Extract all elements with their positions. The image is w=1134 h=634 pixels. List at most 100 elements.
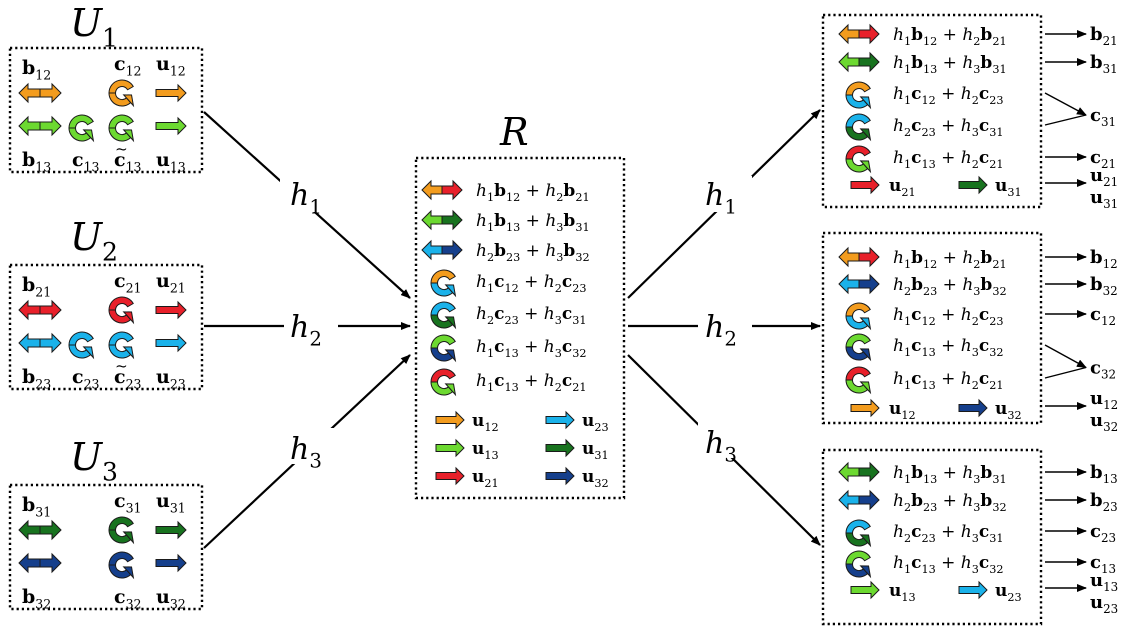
- svg-text:h1: h1: [705, 178, 737, 218]
- output-circ-arrow: [845, 333, 872, 362]
- channel-label-h1-in: h1: [290, 178, 322, 218]
- output-expr: h2c23 + h3c31: [893, 116, 1004, 139]
- svg-text:u31: u31: [156, 490, 186, 515]
- relay-circ-arrow-6: [430, 334, 457, 363]
- decoded-label: u32: [1090, 410, 1118, 434]
- user-bi-arrow-row1: [18, 519, 62, 541]
- output-circ-arrow: [845, 550, 872, 579]
- svg-text:u12: u12: [156, 53, 186, 78]
- svg-text:h1c13 + h3c32: h1c13 + h3c32: [476, 337, 587, 360]
- decoded-label: c32: [1090, 358, 1116, 382]
- output-u-arrow: [850, 175, 880, 195]
- channel-label-h1-out: h1: [705, 178, 737, 218]
- svg-text:u12: u12: [472, 411, 499, 434]
- svg-text:u32: u32: [1090, 410, 1118, 434]
- svg-text:h2: h2: [290, 310, 322, 350]
- relay-bi-arrow-1: [421, 179, 463, 201]
- relay-u-arrow: [435, 438, 465, 458]
- decoded-label: u21: [1090, 165, 1118, 189]
- user-circ-arrow-row1: [108, 296, 135, 325]
- relay-u-arrow: [545, 410, 575, 430]
- user-bi-arrow-row2: [18, 115, 62, 137]
- svg-text:b21: b21: [1090, 24, 1118, 48]
- user-label-c-bottom: c32: [114, 586, 142, 611]
- svg-text:u32: u32: [995, 399, 1022, 422]
- user-circ-arrow-row1: [108, 79, 135, 108]
- output-circ-arrow: [845, 81, 872, 110]
- channel-label-h3-out: h3: [705, 426, 737, 466]
- output-expr: h2c23 + h3c31: [893, 522, 1004, 545]
- svg-text:h1c13 + h2c21: h1c13 + h2c21: [893, 369, 1004, 392]
- decoded-label: b12: [1090, 247, 1118, 271]
- user-right-arrow-row2: [155, 553, 187, 573]
- svg-text:b23: b23: [22, 366, 51, 391]
- user-label-c-top: c21: [114, 270, 142, 295]
- svg-text:c12: c12: [1090, 304, 1116, 328]
- decode-arrow: [1044, 366, 1087, 379]
- user-right-arrow-row1: [155, 83, 187, 103]
- output-u-label: u23: [995, 581, 1022, 604]
- svg-text:u23: u23: [1090, 592, 1118, 616]
- svg-text:u23: u23: [582, 411, 609, 434]
- svg-text:u31: u31: [582, 439, 609, 462]
- user-label-c-bottom-2: c23~: [114, 357, 142, 391]
- relay-expr-4: h1c12 + h2c23: [476, 272, 587, 295]
- svg-text:u32: u32: [582, 467, 609, 490]
- relay-expr-7: h1c13 + h2c21: [476, 371, 587, 394]
- user-label-u-bottom: u23: [156, 366, 186, 391]
- output-u-label: u31: [995, 176, 1022, 199]
- output-u-arrow: [958, 398, 988, 418]
- svg-text:c13: c13: [72, 149, 100, 174]
- svg-text:h2c23 + h3c31: h2c23 + h3c31: [893, 116, 1004, 139]
- output-bi-arrow: [838, 23, 880, 45]
- user-label-b-bottom: b23: [22, 366, 51, 391]
- user-title-2: U2: [70, 215, 118, 267]
- relay-circ-arrow-5: [430, 301, 457, 330]
- svg-text:b32: b32: [22, 586, 51, 611]
- decoded-label: c21: [1090, 147, 1116, 171]
- output-box-2: [821, 231, 1043, 425]
- svg-text:u21: u21: [889, 176, 916, 199]
- user-label-u-top: u21: [156, 270, 186, 295]
- decoded-label: b21: [1090, 24, 1118, 48]
- tilde-accent: ~: [115, 140, 128, 158]
- output-expr: h1b13 + h3b31: [893, 53, 1007, 76]
- decoded-label: c12: [1090, 304, 1116, 328]
- user-title-3: U3: [70, 435, 118, 487]
- user-bi-arrow-row2: [18, 552, 62, 574]
- relay-u-label: u31: [582, 439, 609, 462]
- output-u-label: u32: [995, 399, 1022, 422]
- relay-expr-6: h1c13 + h3c32: [476, 337, 587, 360]
- channel-label-h2-in: h2: [290, 310, 322, 350]
- svg-text:h1c12 + h2c23: h1c12 + h2c23: [893, 305, 1004, 328]
- output-expr: h1b13 + h3b31: [893, 463, 1007, 486]
- output-u-label: u13: [889, 581, 916, 604]
- svg-text:h2c23 + h3c31: h2c23 + h3c31: [476, 304, 587, 327]
- svg-text:h1c12 + h2c23: h1c12 + h2c23: [893, 84, 1004, 107]
- svg-text:c32: c32: [114, 586, 142, 611]
- svg-text:h1c12 + h2c23: h1c12 + h2c23: [476, 272, 587, 295]
- user-label-c-bottom-2: c13~: [114, 140, 142, 174]
- svg-text:h2b23 + h3b32: h2b23 + h3b32: [893, 275, 1007, 298]
- output-expr: h1c12 + h2c23: [893, 305, 1004, 328]
- output-bi-arrow: [838, 489, 880, 511]
- svg-text:h2b23 + h3b32: h2b23 + h3b32: [893, 491, 1007, 514]
- user-right-arrow-row2: [155, 333, 187, 353]
- decoded-label: b31: [1090, 52, 1118, 76]
- relay-u-arrow: [435, 466, 465, 486]
- svg-text:u12: u12: [1090, 388, 1118, 412]
- svg-text:c32: c32: [1090, 358, 1116, 382]
- user-bi-arrow-row2: [18, 332, 62, 354]
- svg-text:h1c13 + h3c32: h1c13 + h3c32: [893, 336, 1004, 359]
- svg-text:b31: b31: [22, 494, 51, 519]
- decoded-label: c23: [1090, 521, 1116, 545]
- svg-text:c21: c21: [114, 270, 142, 295]
- decoded-label: b23: [1090, 490, 1118, 514]
- svg-text:u23: u23: [156, 366, 186, 391]
- svg-text:u13: u13: [1090, 570, 1118, 594]
- tilde-accent: ~: [115, 357, 128, 375]
- output-expr: h2b23 + h3b32: [893, 275, 1007, 298]
- user-label-b-top: b21: [22, 274, 51, 299]
- user-label-c-bottom: c23: [72, 366, 100, 391]
